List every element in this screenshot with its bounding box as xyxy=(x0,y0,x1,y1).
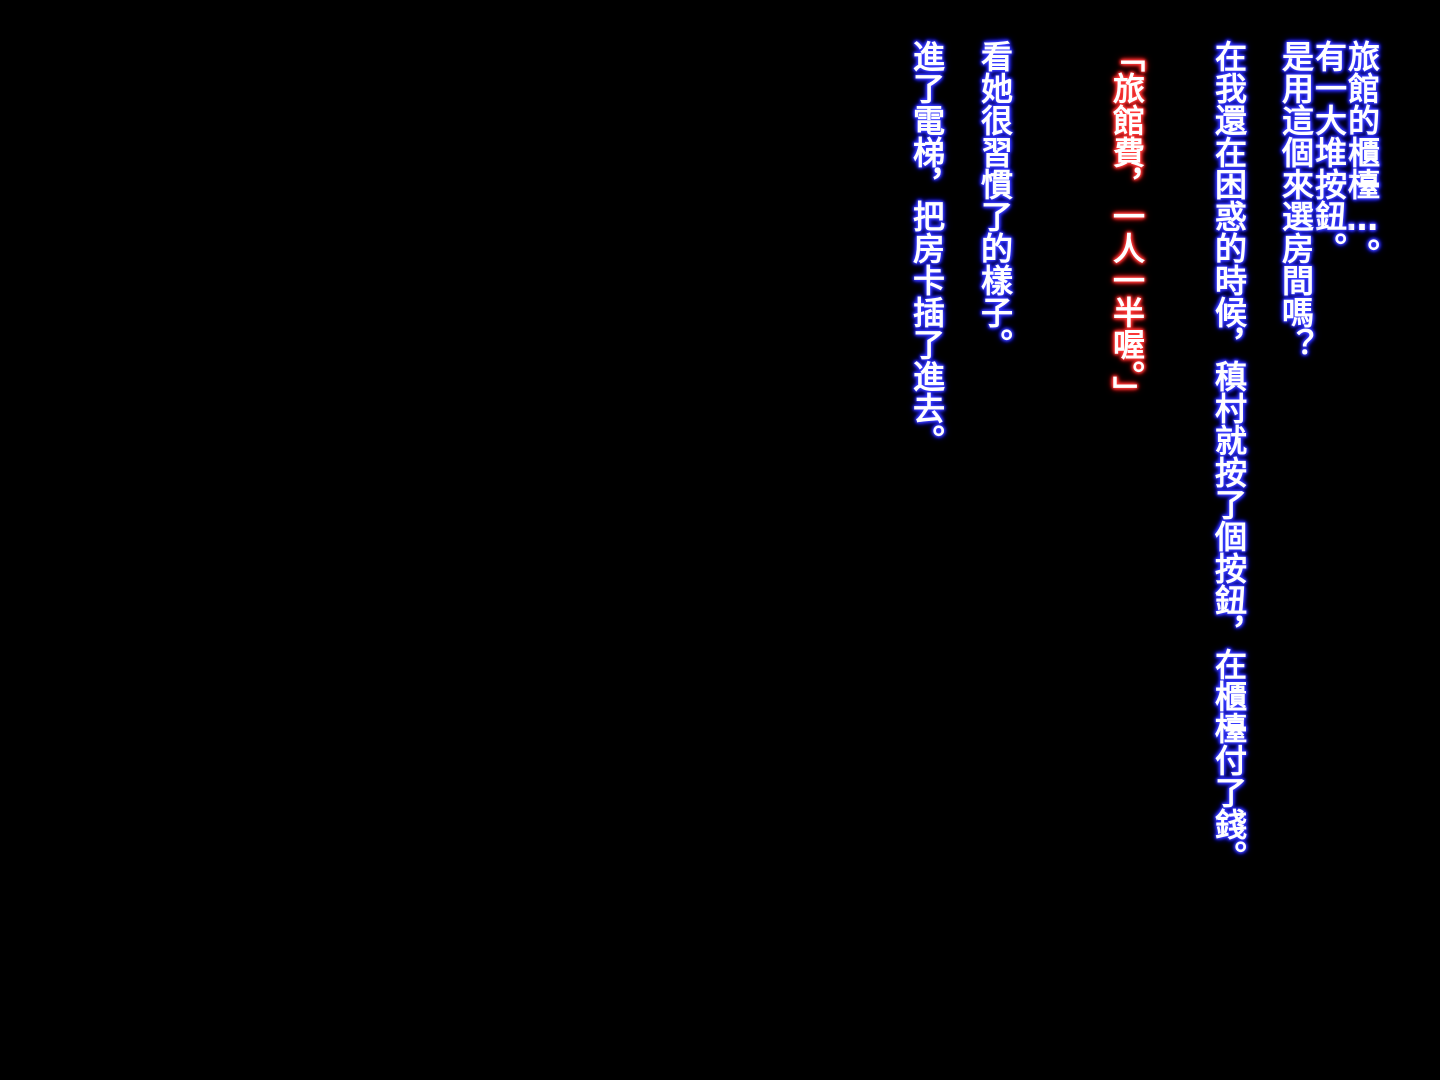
narration-line-5: 看她很習慣了的樣子。 xyxy=(976,40,1014,360)
narration-line-2: 有一大堆按鈕。 xyxy=(1310,40,1348,264)
narration-line-6: 進了電梯，把房卡插了進去。 xyxy=(908,40,946,456)
dialogue-line: 「旅館費，一人一半喔。」 xyxy=(1108,40,1146,408)
narration-line-4: 在我還在困惑的時候，稹村就按了個按鈕，在櫃檯付了錢。 xyxy=(1210,40,1248,872)
narration-line-1: 旅館的櫃檯…。 xyxy=(1343,40,1381,270)
narration-line-3: 是用這個來選房間嗎？ xyxy=(1277,40,1315,360)
